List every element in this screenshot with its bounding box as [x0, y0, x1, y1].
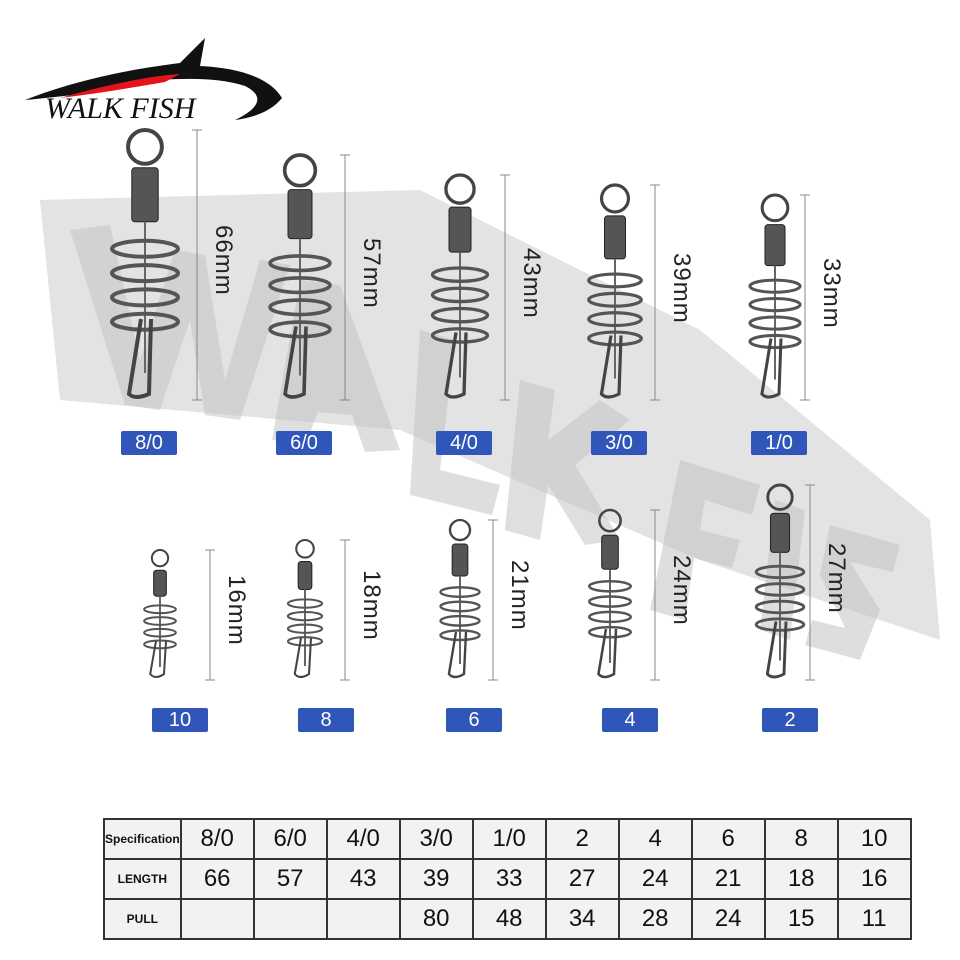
table-cell: 8: [763, 818, 839, 860]
table-cell: 57: [252, 858, 328, 900]
swivel: [268, 153, 332, 399]
row-label: LENGTH: [103, 858, 182, 900]
table-cell: 11: [836, 898, 912, 940]
swivel: [748, 193, 802, 399]
table-cell: 34: [544, 898, 620, 940]
watermark-brush-strokes: [70, 225, 900, 660]
table-cell: 16: [836, 858, 912, 900]
table-cell: 48: [471, 898, 547, 940]
length-label: 18mm: [358, 570, 385, 641]
table-cell: 27: [544, 858, 620, 900]
size-badge: 2: [762, 708, 818, 732]
table-cell: 43: [325, 858, 401, 900]
table-cell: 21: [690, 858, 766, 900]
swivel: [286, 538, 324, 679]
length-label: 57mm: [358, 237, 385, 309]
length-label: 27mm: [823, 542, 850, 614]
table-cell: 39: [398, 858, 474, 900]
length-label: 33mm: [818, 257, 845, 329]
swivel: [754, 483, 806, 679]
size-badge: 4: [602, 708, 658, 732]
logo-text: WALK FISH: [45, 92, 198, 125]
length-label: 16mm: [223, 575, 250, 646]
table-cell: 10: [836, 818, 912, 860]
swivel: [587, 508, 633, 679]
row-label: PULL: [103, 898, 182, 940]
row-label: Specification: [103, 818, 182, 860]
table-cell: 28: [617, 898, 693, 940]
swivel: [430, 173, 490, 399]
table-cell: 24: [690, 898, 766, 940]
table-cell: 2: [544, 818, 620, 860]
table-cell: 18: [763, 858, 839, 900]
table-cell: 24: [617, 858, 693, 900]
table-cell: 8/0: [179, 818, 255, 860]
length-label: 39mm: [668, 252, 695, 324]
table-cell: 1/0: [471, 818, 547, 860]
size-badge: 10: [152, 708, 208, 732]
table-cell: 6: [690, 818, 766, 860]
table-cell: 4: [617, 818, 693, 860]
length-label: 24mm: [668, 555, 695, 626]
size-badge: 1/0: [751, 431, 807, 455]
length-label: 43mm: [518, 247, 545, 319]
walk-fish-logo: WALK FISH: [25, 38, 282, 125]
size-badge: 4/0: [436, 431, 492, 455]
size-badge: 6: [446, 708, 502, 732]
table-cell: 66: [179, 858, 255, 900]
size-badge: 8: [298, 708, 354, 732]
table-cell: [179, 898, 255, 940]
size-badge: 6/0: [276, 431, 332, 455]
table-cell: 4/0: [325, 818, 401, 860]
swivel: [439, 518, 481, 679]
table-cell: [325, 898, 401, 940]
swivel: [587, 183, 643, 399]
table-cell: 15: [763, 898, 839, 940]
swivel: [110, 128, 180, 399]
table-cell: 33: [471, 858, 547, 900]
table-cell: 80: [398, 898, 474, 940]
swivel: [143, 549, 177, 678]
size-badge: 3/0: [591, 431, 647, 455]
table-cell: 6/0: [252, 818, 328, 860]
length-label: 21mm: [506, 560, 533, 631]
table-cell: 3/0: [398, 818, 474, 860]
size-badge: 8/0: [121, 431, 177, 455]
table-cell: [252, 898, 328, 940]
length-label: 66mm: [210, 225, 237, 296]
